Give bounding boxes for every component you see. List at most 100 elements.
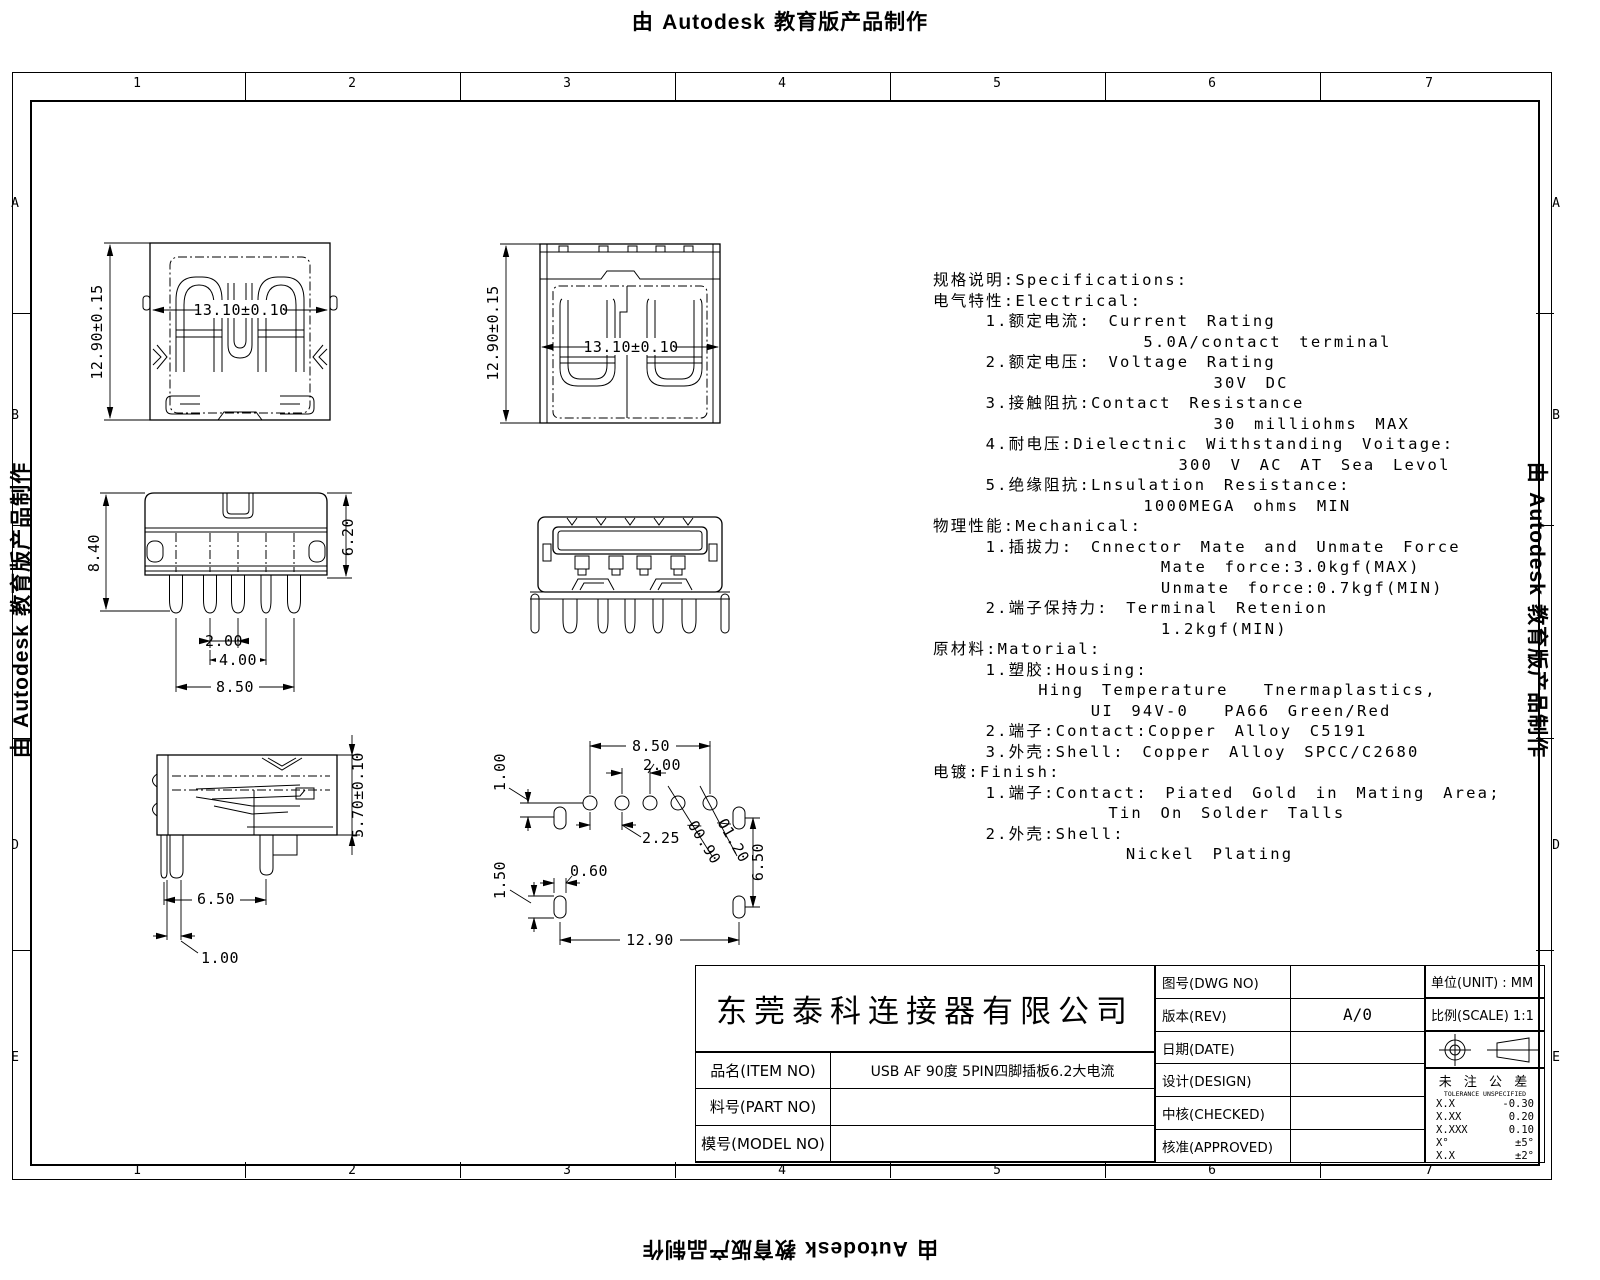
tolerance-row: X.X -0.30	[1432, 1098, 1538, 1111]
dim-front-width: 13.10±0.10	[583, 338, 678, 356]
spec-line: 规格说明:Specifications:	[933, 271, 1189, 289]
tolerance-value: ±2°	[1515, 1150, 1534, 1162]
row-value	[1291, 1032, 1424, 1064]
frame-tick	[12, 738, 30, 739]
tolerance-title: 未 注 公 差	[1438, 1075, 1532, 1090]
spec-line: 原材料:Matorial:	[933, 640, 1102, 658]
spec-line: UI 94V-0 PA66 Green/Red	[933, 701, 1392, 720]
zone-row: B	[11, 408, 19, 423]
frame-tick	[1536, 950, 1554, 951]
dim-pcb-850: 8.50	[632, 737, 670, 755]
zone-row: E	[11, 1050, 19, 1065]
specifications-text: 规格说明:Specifications:电气特性:Electrical: 1.额…	[933, 229, 1501, 865]
title-block-row: 核准(APPROVED)	[1156, 1130, 1424, 1162]
dim-side-570: 5.70±0.10	[349, 752, 367, 838]
title-block-row: 料号(PART NO)	[696, 1089, 1154, 1126]
zone-col: 1	[133, 76, 141, 91]
row-label: 中核(CHECKED)	[1156, 1097, 1291, 1130]
zone-col: 5	[993, 1163, 1001, 1178]
spec-line: Unmate force:0.7kgf(MIN)	[933, 578, 1444, 597]
frame-tick	[1536, 525, 1554, 526]
dim-pcb-650: 6.50	[749, 843, 767, 881]
tolerance-row: X.X ±2°	[1432, 1150, 1538, 1163]
sheet-inner-border	[30, 100, 1540, 1166]
scale-cell: 比例(SCALE) 1:1	[1425, 998, 1545, 1031]
dim-top-400: 4.00	[219, 651, 257, 669]
row-value	[1291, 966, 1424, 998]
zone-col: 3	[563, 76, 571, 91]
banner-top: 由 Autodesk 教育版产品制作	[0, 6, 1560, 36]
dim-top-200: 2.00	[205, 632, 243, 650]
zone-col: 2	[348, 76, 356, 91]
tolerance-row: X.XX 0.20	[1432, 1111, 1538, 1124]
spec-line: 3.外壳:Shell: Copper Alloy SPCC/C2680	[933, 742, 1420, 761]
pcb-footprint-view: 8.50 2.00 1.00 2.25 Ø0.90 Ø1.20 6.50 1.5…	[491, 737, 767, 949]
projection-symbol-cell	[1425, 1031, 1545, 1068]
frame-tick	[460, 1162, 461, 1178]
tolerance-row: X.XXX 0.10	[1432, 1124, 1538, 1137]
spec-line: 1.端子:Contact: Piated Gold in Mating Area…	[933, 783, 1501, 802]
dim-front-height: 12.90±0.15	[484, 285, 502, 380]
row-label: 设计(DESIGN)	[1156, 1064, 1291, 1097]
row-label: 核准(APPROVED)	[1156, 1130, 1291, 1162]
zone-col: 5	[993, 76, 1001, 91]
frame-tick	[245, 1162, 246, 1178]
zone-col: 3	[563, 1163, 571, 1178]
dim-top-840: 8.40	[85, 534, 103, 572]
tolerance-value: -0.30	[1502, 1098, 1534, 1110]
title-block-mid-rows: 图号(DWG NO) 版本(REV) A/0 日期(DATE) 设计(DESIG…	[1155, 965, 1425, 1163]
title-block-row: 品名(ITEM NO) USB AF 90度 5PIN四脚插板6.2大电流	[696, 1053, 1154, 1090]
tolerance-value: 0.10	[1508, 1124, 1534, 1136]
tolerance-subtitle: TOLERANCE UNSPECIFIED	[1443, 1090, 1527, 1098]
spec-line: 5.0A/contact terminal	[933, 332, 1392, 351]
row-label: 图号(DWG NO)	[1156, 966, 1291, 998]
title-block: 东莞泰科连接器有限公司 品名(ITEM NO) USB AF 90度 5PIN四…	[695, 965, 1545, 1163]
spec-line: 1.塑胶:Housing:	[933, 660, 1148, 679]
frame-tick	[1320, 1162, 1321, 1178]
zone-col: 7	[1425, 76, 1433, 91]
zone-col: 4	[778, 1163, 786, 1178]
frame-tick	[1105, 72, 1106, 100]
frame-tick	[675, 1162, 676, 1178]
dim-pcb-150: 1.50	[491, 861, 509, 899]
row-label: 品名(ITEM NO)	[696, 1053, 831, 1089]
dim-pcb-100: 1.00	[491, 753, 509, 791]
autodesk-logo-text: Autodesk	[662, 11, 766, 34]
frame-tick	[675, 72, 676, 100]
frame-tick	[890, 1162, 891, 1178]
frame-tick	[12, 525, 30, 526]
frame-tick	[12, 313, 30, 314]
zone-row: E	[1552, 1050, 1560, 1065]
tolerance-rows: X.X -0.30 X.XX 0.20 X.XXX 0.10 X° ±5°	[1432, 1098, 1538, 1163]
tolerance-range: X.XX	[1436, 1111, 1462, 1123]
spec-line: 1000MEGA ohms MIN	[933, 496, 1352, 515]
spec-line: 1.2kgf(MIN)	[933, 619, 1288, 638]
tolerance-range: X.XXX	[1436, 1124, 1468, 1136]
zone-col: 6	[1208, 1163, 1216, 1178]
frame-tick	[1105, 1162, 1106, 1178]
tolerance-range: X.X	[1436, 1098, 1455, 1110]
tolerance-value: 0.20	[1508, 1111, 1534, 1123]
title-block-row: 中核(CHECKED)	[1156, 1097, 1424, 1131]
row-value: A/0	[1343, 1005, 1372, 1025]
title-block-row: 模号(MODEL NO)	[696, 1125, 1154, 1162]
row-label: 日期(DATE)	[1156, 1031, 1291, 1064]
spec-line: 1.插拔力: Cnnector Mate and Unmate Force	[933, 537, 1461, 556]
spec-line: 30 milliohms MAX	[933, 414, 1411, 433]
frame-tick	[460, 72, 461, 100]
zone-col: 2	[348, 1163, 356, 1178]
spec-line: 2.端子保持力: Terminal Retenion	[933, 599, 1329, 617]
spec-line: 300 V AC AT Sea Levol	[933, 455, 1451, 474]
dim-top-620: 6.20	[339, 518, 357, 556]
tolerance-range: X°	[1436, 1137, 1449, 1149]
row-value: USB AF 90度 5PIN四脚插板6.2大电流	[870, 1063, 1115, 1080]
dim-pcb-200: 2.00	[643, 756, 681, 774]
spec-line: 1.额定电流: Current Rating	[933, 312, 1276, 330]
spec-line: Nickel Plating	[933, 845, 1294, 863]
spec-line: 4.耐电压:Dielectnic Withstanding Voitage:	[933, 435, 1455, 453]
zone-row: B	[1552, 408, 1560, 423]
row-value	[831, 1126, 1154, 1161]
dim-pcb-225: 2.25	[642, 829, 680, 847]
